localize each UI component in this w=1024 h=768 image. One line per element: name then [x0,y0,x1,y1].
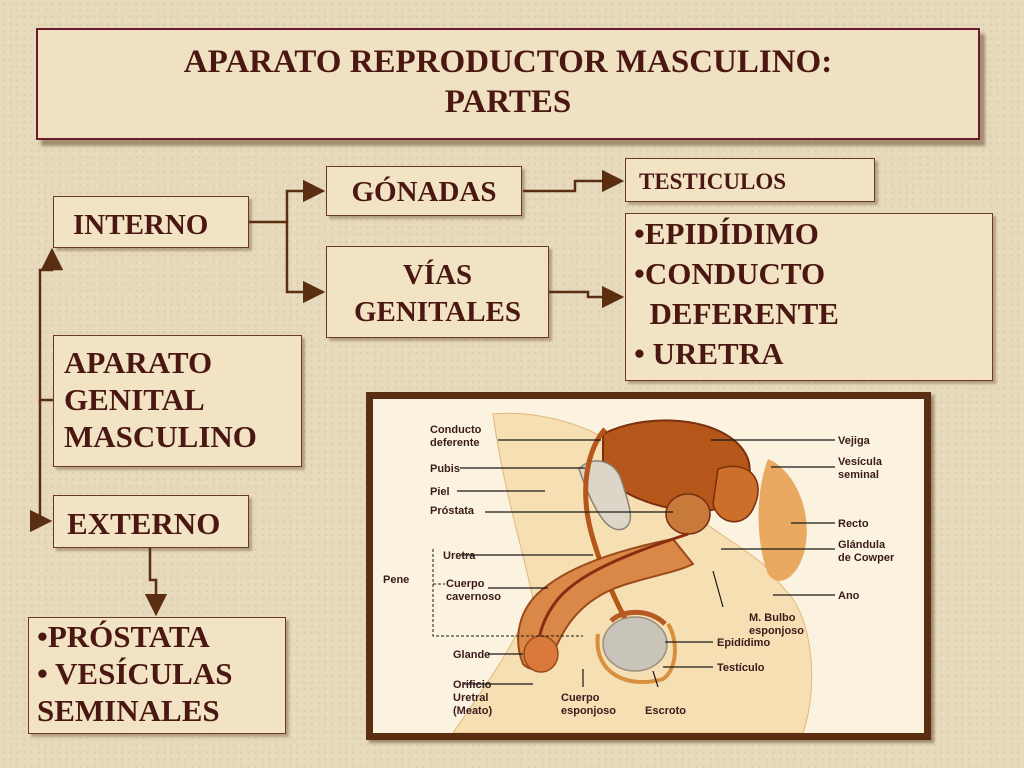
label-cowper-2: de Cowper [838,552,895,564]
label-cuerpo-cavernoso-2: cavernoso [446,591,501,603]
list-item: • VESÍCULAS [37,656,233,691]
label-escroto: Escroto [645,705,686,717]
arrow-gonadas-to-testiculos [523,169,625,193]
label-prostata: Próstata [430,505,475,517]
label-cowper-1: Glándula [838,539,886,551]
list-item: •CONDUCTO [634,256,826,291]
label-orificio-3: (Meato) [453,705,492,717]
label-bulbo-1: M. Bulbo [749,612,796,624]
label-ano: Ano [838,590,860,602]
label-glande: Glande [453,649,490,661]
label-bulbo-2: esponjoso [749,625,804,637]
vias-line-1: VÍAS [402,259,473,291]
title-line-1: APARATO REPRODUCTOR MASCULINO: [183,44,833,80]
rectum-shape [758,459,807,581]
list-item: SEMINALES [37,693,220,728]
list-item: •EPIDÍDIMO [634,216,819,251]
pene-bracket [432,549,583,637]
aparato-genital-box: APARATO GENITAL MASCULINO [53,335,302,467]
label-testiculo: Testículo [717,662,765,674]
vias-genitales-list: •EPIDÍDIMO •CONDUCTO DEFERENTE • URETRA [625,213,993,381]
label-vesicula-2: seminal [838,469,879,481]
label-epididimo: Epidídimo [717,637,770,649]
label-recto: Recto [838,518,869,530]
label-cuerpo-cavernoso-1: Cuerpo [446,578,485,590]
gonadas-box: GÓNADAS [326,166,522,216]
externo-list: •PRÓSTATA • VESÍCULAS SEMINALES [28,617,286,734]
arrow-externo-to-list [144,548,168,617]
vias-genitales-box: VÍAS GENITALES [326,246,549,338]
label-orificio-1: Orificio [453,679,492,691]
aparato-line-2: GENITAL [64,382,205,417]
list-item: •PRÓSTATA [37,619,210,654]
aparato-line-1: APARATO [64,345,213,380]
arrow-aparato-to-externo [29,400,53,533]
label-piel: Piel [430,486,450,498]
externo-box: EXTERNO [53,495,249,548]
title-line-2: PARTES [444,84,572,120]
anatomy-illustration: Conducto deferente Pubis Piel Próstata U… [373,399,924,733]
anatomy-illustration-frame: Conducto deferente Pubis Piel Próstata U… [366,392,931,740]
label-pubis: Pubis [430,463,460,475]
label-vesicula-1: Vesícula [838,456,883,468]
scrotum-shape [595,622,677,684]
seminal-vesicle-shape [712,465,759,523]
interno-box: INTERNO [53,196,249,248]
label-uretra: Uretra [443,550,476,562]
glans-shape [523,635,559,673]
arrow-vias-to-list [549,285,625,309]
list-item: • URETRA [634,336,784,371]
vias-line-2: GENITALES [353,296,522,328]
arrow-interno-to-vias [285,222,326,304]
label-cuerpo-esponjoso-1: Cuerpo [561,692,600,704]
list-item: DEFERENTE [634,296,839,331]
label-vejiga: Vejiga [838,435,871,447]
testicle-shape [602,616,668,672]
arrow-interno-to-gonadas [249,179,326,224]
aparato-line-3: MASCULINO [64,419,257,454]
prostate-shape [665,493,711,535]
epididymis-shape [609,609,667,626]
label-conducto-2: deferente [430,437,480,449]
label-cuerpo-esponjoso-2: esponjoso [561,705,616,717]
label-conducto-1: Conducto [430,424,482,436]
arrow-aparato-to-interno [38,247,64,402]
testiculos-box: TESTICULOS [625,158,875,202]
title-box: APARATO REPRODUCTOR MASCULINO: PARTES [36,28,980,140]
label-pene: Pene [383,574,409,586]
label-orificio-2: Uretral [453,692,488,704]
